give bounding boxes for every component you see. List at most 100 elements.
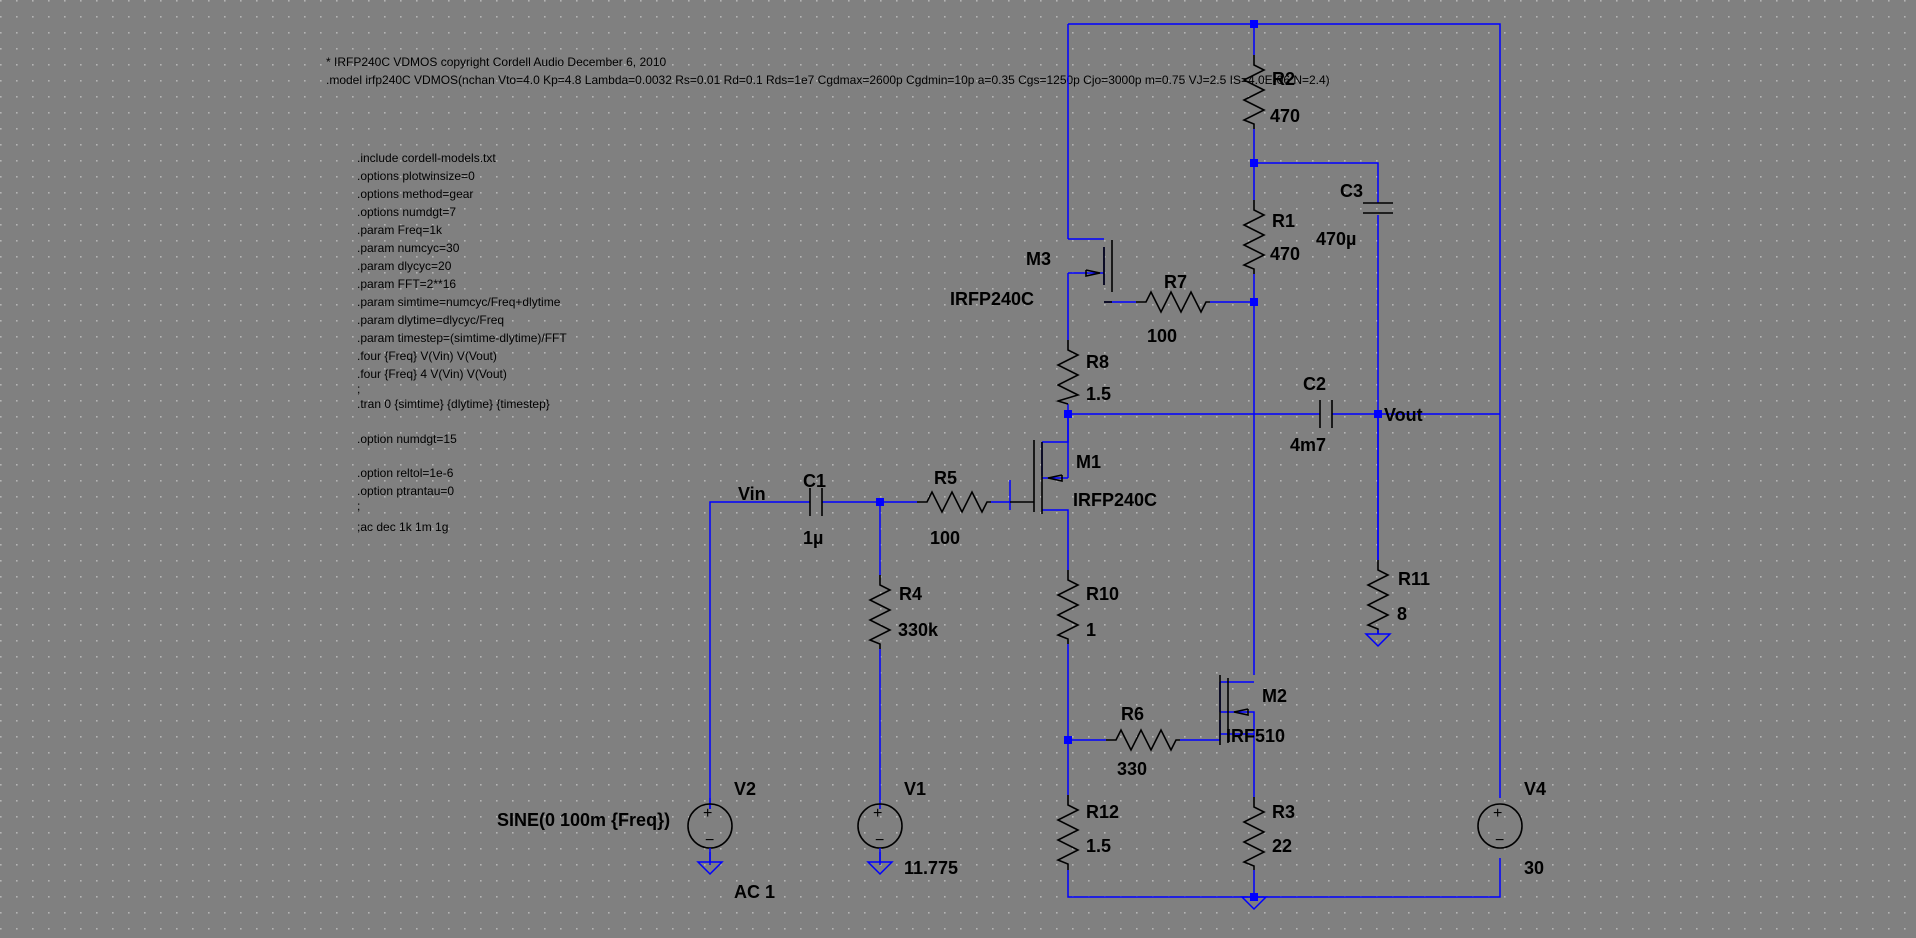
- directive-line: .tran 0 {simtime} {dlytime} {timestep}: [357, 397, 550, 411]
- c1-value: 1µ: [803, 528, 823, 548]
- r1-label: R1: [1272, 211, 1295, 231]
- voltage-source-v1[interactable]: + − V1 11.775: [857, 779, 958, 878]
- resistor-r4[interactable]: R4 330k: [868, 575, 939, 649]
- m1-label: M1: [1076, 452, 1101, 472]
- capacitor-c3[interactable]: C3 470µ: [1316, 181, 1393, 249]
- voltage-source-v2[interactable]: + − V2 SINE(0 100m {Freq}) AC 1: [497, 779, 775, 902]
- capacitor-c1[interactable]: C1 1µ: [803, 471, 826, 548]
- directive-line: .options numdgt=7: [357, 205, 456, 219]
- r2-value: 470: [1270, 106, 1300, 126]
- plus-icon: +: [703, 805, 712, 822]
- directive-line: .param dlytime=dlycyc/Freq: [357, 313, 504, 327]
- directive-line: ;: [357, 382, 360, 396]
- v1-value: 11.775: [904, 858, 958, 878]
- c3-label: C3: [1340, 181, 1363, 201]
- net-label-vout[interactable]: Vout: [1384, 405, 1423, 425]
- directive-line: .param Freq=1k: [357, 223, 443, 237]
- r6-value: 330: [1117, 759, 1147, 779]
- m2-value: IRF510: [1226, 726, 1285, 746]
- r3-value: 22: [1272, 836, 1292, 856]
- m3-value: IRFP240C: [950, 289, 1034, 309]
- directive-line: ;ac dec 1k 1m 1g: [357, 520, 448, 534]
- r6-label: R6: [1121, 704, 1144, 724]
- m3-label: M3: [1026, 249, 1051, 269]
- directive-block[interactable]: .include cordell-models.txt .options plo…: [357, 151, 567, 534]
- v1-label: V1: [904, 779, 926, 799]
- c3-value: 470µ: [1316, 229, 1356, 249]
- mosfet-m3[interactable]: M3 IRFP240C: [950, 240, 1113, 309]
- voltage-source-v4[interactable]: + − V4 30: [1477, 779, 1546, 878]
- junction-dot: [1064, 736, 1072, 744]
- v2-ac-value: AC 1: [734, 882, 775, 902]
- m1-value: IRFP240C: [1073, 490, 1157, 510]
- minus-icon: −: [1495, 832, 1504, 849]
- directive-line: .param FFT=2**16: [357, 277, 456, 291]
- directive-line: .option reltol=1e-6: [357, 466, 454, 480]
- minus-icon: −: [705, 832, 714, 849]
- r8-value: 1.5: [1086, 384, 1111, 404]
- capacitor-c2[interactable]: C2 4m7: [1290, 374, 1333, 455]
- r11-label: R11: [1398, 569, 1430, 589]
- directive-line: .param timestep=(simtime-dlytime)/FFT: [357, 331, 567, 345]
- junction-dot: [1250, 20, 1258, 28]
- resistor-r2[interactable]: R2 470: [1242, 55, 1300, 129]
- resistor-r12[interactable]: R12 1.5: [1056, 795, 1119, 870]
- c2-label: C2: [1303, 374, 1326, 394]
- resistor-r1[interactable]: R1 470: [1242, 200, 1300, 274]
- directive-line: .param numcyc=30: [357, 241, 460, 255]
- m2-label: M2: [1262, 686, 1287, 706]
- r8-label: R8: [1086, 352, 1109, 372]
- ground-symbol: [1240, 896, 1268, 911]
- r10-value: 1: [1086, 620, 1096, 640]
- directive-line: ;: [357, 499, 360, 513]
- resistor-r11[interactable]: R11 8: [1364, 560, 1430, 648]
- model-statement[interactable]: .model irfp240C VDMOS(nchan Vto=4.0 Kp=4…: [326, 73, 1330, 87]
- resistor-r10[interactable]: R10 1: [1056, 570, 1119, 644]
- r3-label: R3: [1272, 802, 1295, 822]
- plus-icon: +: [1493, 805, 1502, 822]
- r5-value: 100: [930, 528, 960, 548]
- c2-value: 4m7: [1290, 435, 1326, 455]
- net-label-vin[interactable]: Vin: [738, 484, 766, 504]
- r12-label: R12: [1086, 802, 1119, 822]
- junction-dot: [1250, 298, 1258, 306]
- r12-value: 1.5: [1086, 836, 1111, 856]
- r11-value: 8: [1397, 604, 1407, 624]
- r5-label: R5: [934, 468, 957, 488]
- r7-value: 100: [1147, 326, 1177, 346]
- junction-dot: [1250, 159, 1258, 167]
- directive-line: .param simtime=numcyc/Freq+dlytime: [357, 295, 561, 309]
- resistor-r3[interactable]: R3 22: [1242, 797, 1295, 870]
- mosfet-m2[interactable]: M2 IRF510: [1219, 675, 1287, 746]
- directive-line: .four {Freq} V(Vin) V(Vout): [357, 349, 497, 363]
- resistor-r8[interactable]: R8 1.5: [1055, 340, 1111, 405]
- plus-icon: +: [873, 805, 882, 822]
- resistor-r5[interactable]: R5 100: [917, 468, 991, 548]
- directive-line: .param dlycyc=20: [357, 259, 452, 273]
- junction-dot: [876, 498, 884, 506]
- r4-label: R4: [899, 584, 922, 604]
- minus-icon: −: [875, 832, 884, 849]
- c1-label: C1: [803, 471, 826, 491]
- r10-label: R10: [1086, 584, 1119, 604]
- r4-value: 330k: [898, 620, 939, 640]
- v4-value: 30: [1524, 858, 1544, 878]
- r1-value: 470: [1270, 244, 1300, 264]
- r7-label: R7: [1164, 272, 1187, 292]
- v2-value: SINE(0 100m {Freq}): [497, 810, 670, 830]
- resistor-r7[interactable]: R7 100: [1136, 272, 1210, 346]
- v2-label: V2: [734, 779, 756, 799]
- directive-line: .option ptrantau=0: [357, 484, 454, 498]
- directive-line: .options plotwinsize=0: [357, 169, 475, 183]
- mosfet-m1[interactable]: M1 IRFP240C: [1010, 440, 1157, 514]
- directive-line: .options method=gear: [357, 187, 473, 201]
- header-comment[interactable]: * IRFP240C VDMOS copyright Cordell Audio…: [326, 55, 666, 69]
- r2-label: R2: [1272, 69, 1295, 89]
- resistor-r6[interactable]: R6 330: [1106, 704, 1180, 779]
- junction-dot: [1064, 410, 1072, 418]
- directive-line: .option numdgt=15: [357, 432, 457, 446]
- v4-label: V4: [1524, 779, 1546, 799]
